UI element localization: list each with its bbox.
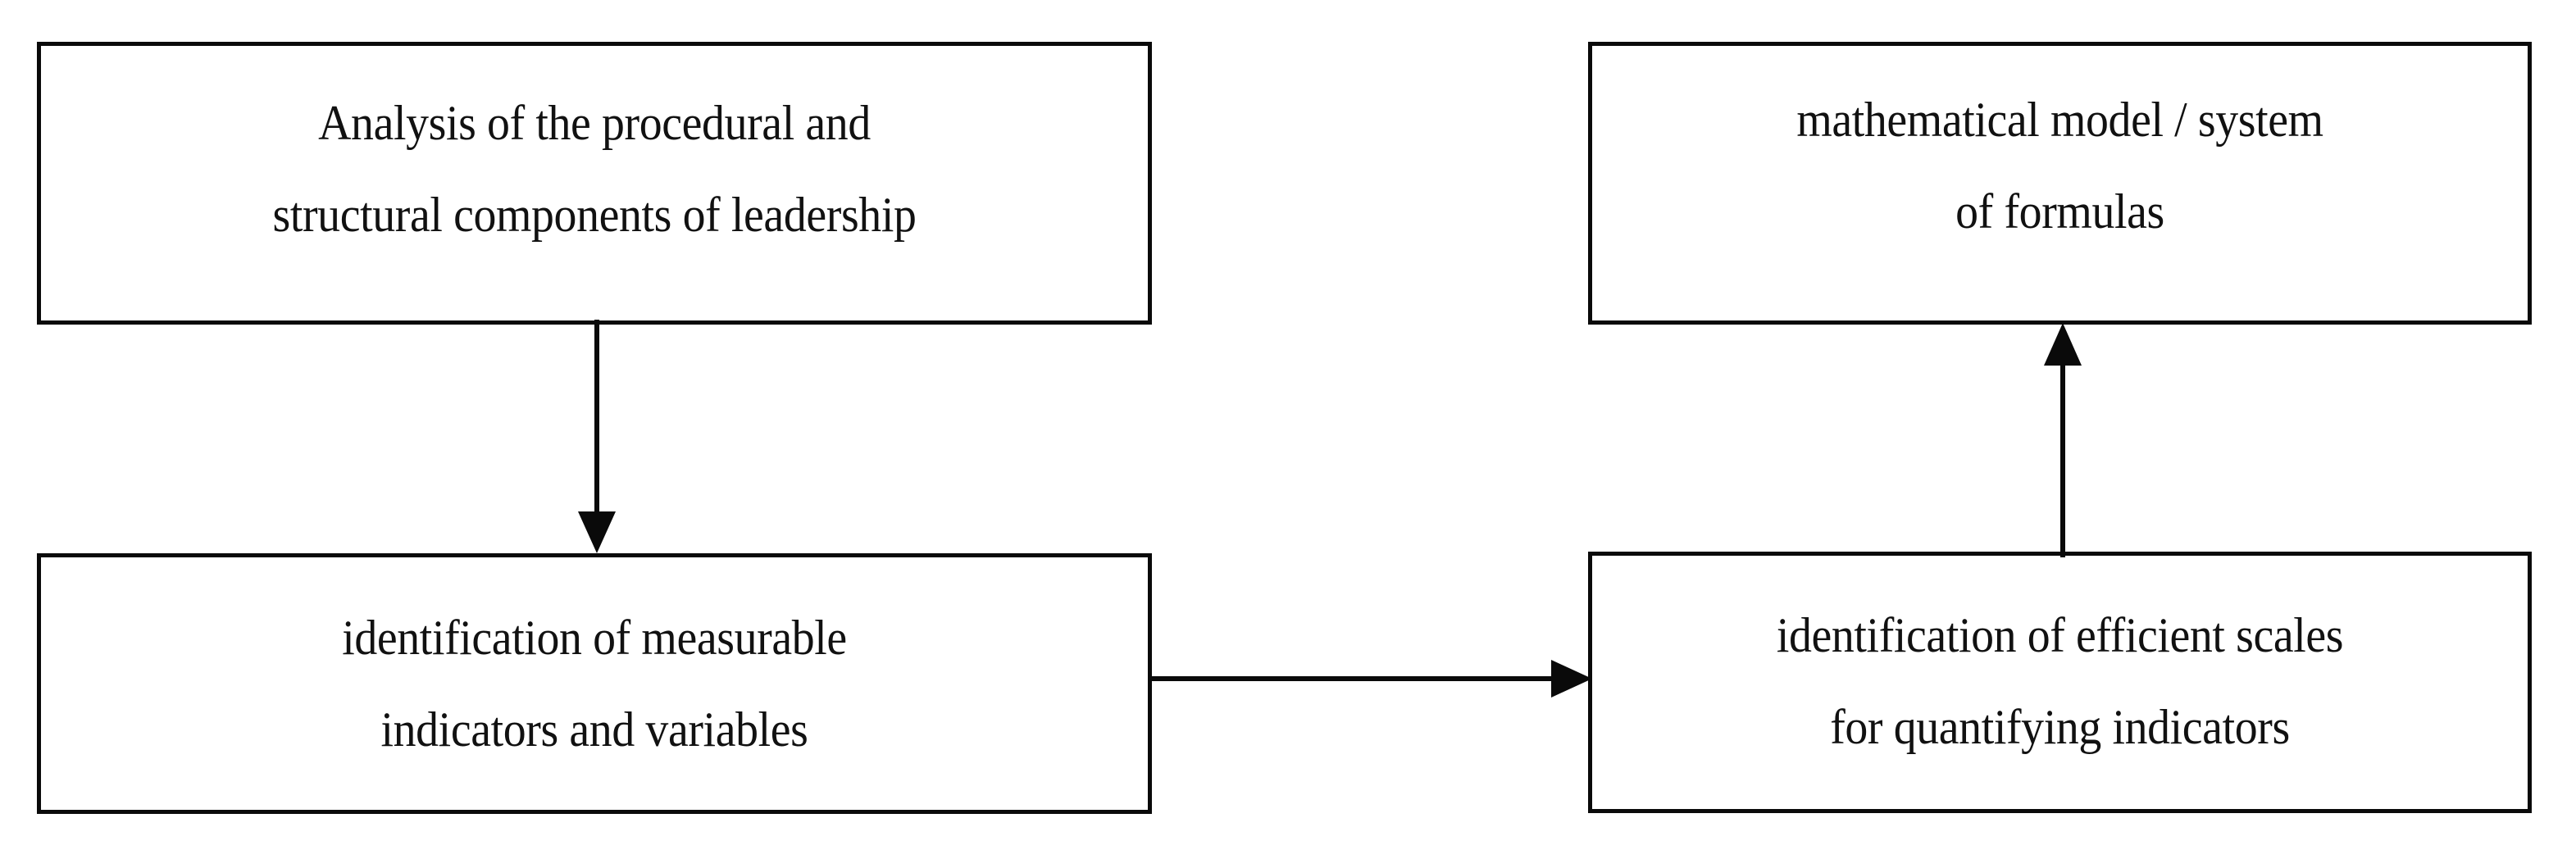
model-node-line-1: mathematical model / system [1796,92,2323,147]
indicators-node-line-1: identification of measurable [342,611,847,665]
analysis-node[interactable]: Analysis of the procedural and structura… [37,42,1152,325]
scales-node[interactable]: identification of efficient scales for q… [1588,552,2532,813]
arrowhead-down-icon [578,511,616,553]
model-node-text: mathematical model / system of formulas [1592,74,2528,257]
indicators-node[interactable]: identification of measurable indicators … [37,553,1152,814]
arrow-analysis-to-indicators [566,320,631,557]
indicators-node-text: identification of measurable indicators … [41,592,1148,775]
analysis-node-text: Analysis of the procedural and structura… [41,77,1148,261]
arrowhead-right-icon [1551,660,1592,698]
model-node-line-2: of formulas [1955,184,2164,239]
arrow-scales-to-model [2032,320,2097,557]
analysis-node-line-2: structural components of leadership [272,187,917,242]
model-node[interactable]: mathematical model / system of formulas [1588,42,2532,325]
scales-node-line-1: identification of efficient scales [1776,607,2344,662]
arrowhead-up-icon [2044,323,2082,366]
analysis-node-line-1: Analysis of the procedural and [318,95,871,150]
arrow-indicators-to-scales [1148,648,1595,713]
indicators-node-line-2: indicators and variables [380,702,808,757]
scales-node-line-2: for quantifying indicators [1830,699,2290,754]
scales-node-text: identification of efficient scales for q… [1592,589,2528,773]
